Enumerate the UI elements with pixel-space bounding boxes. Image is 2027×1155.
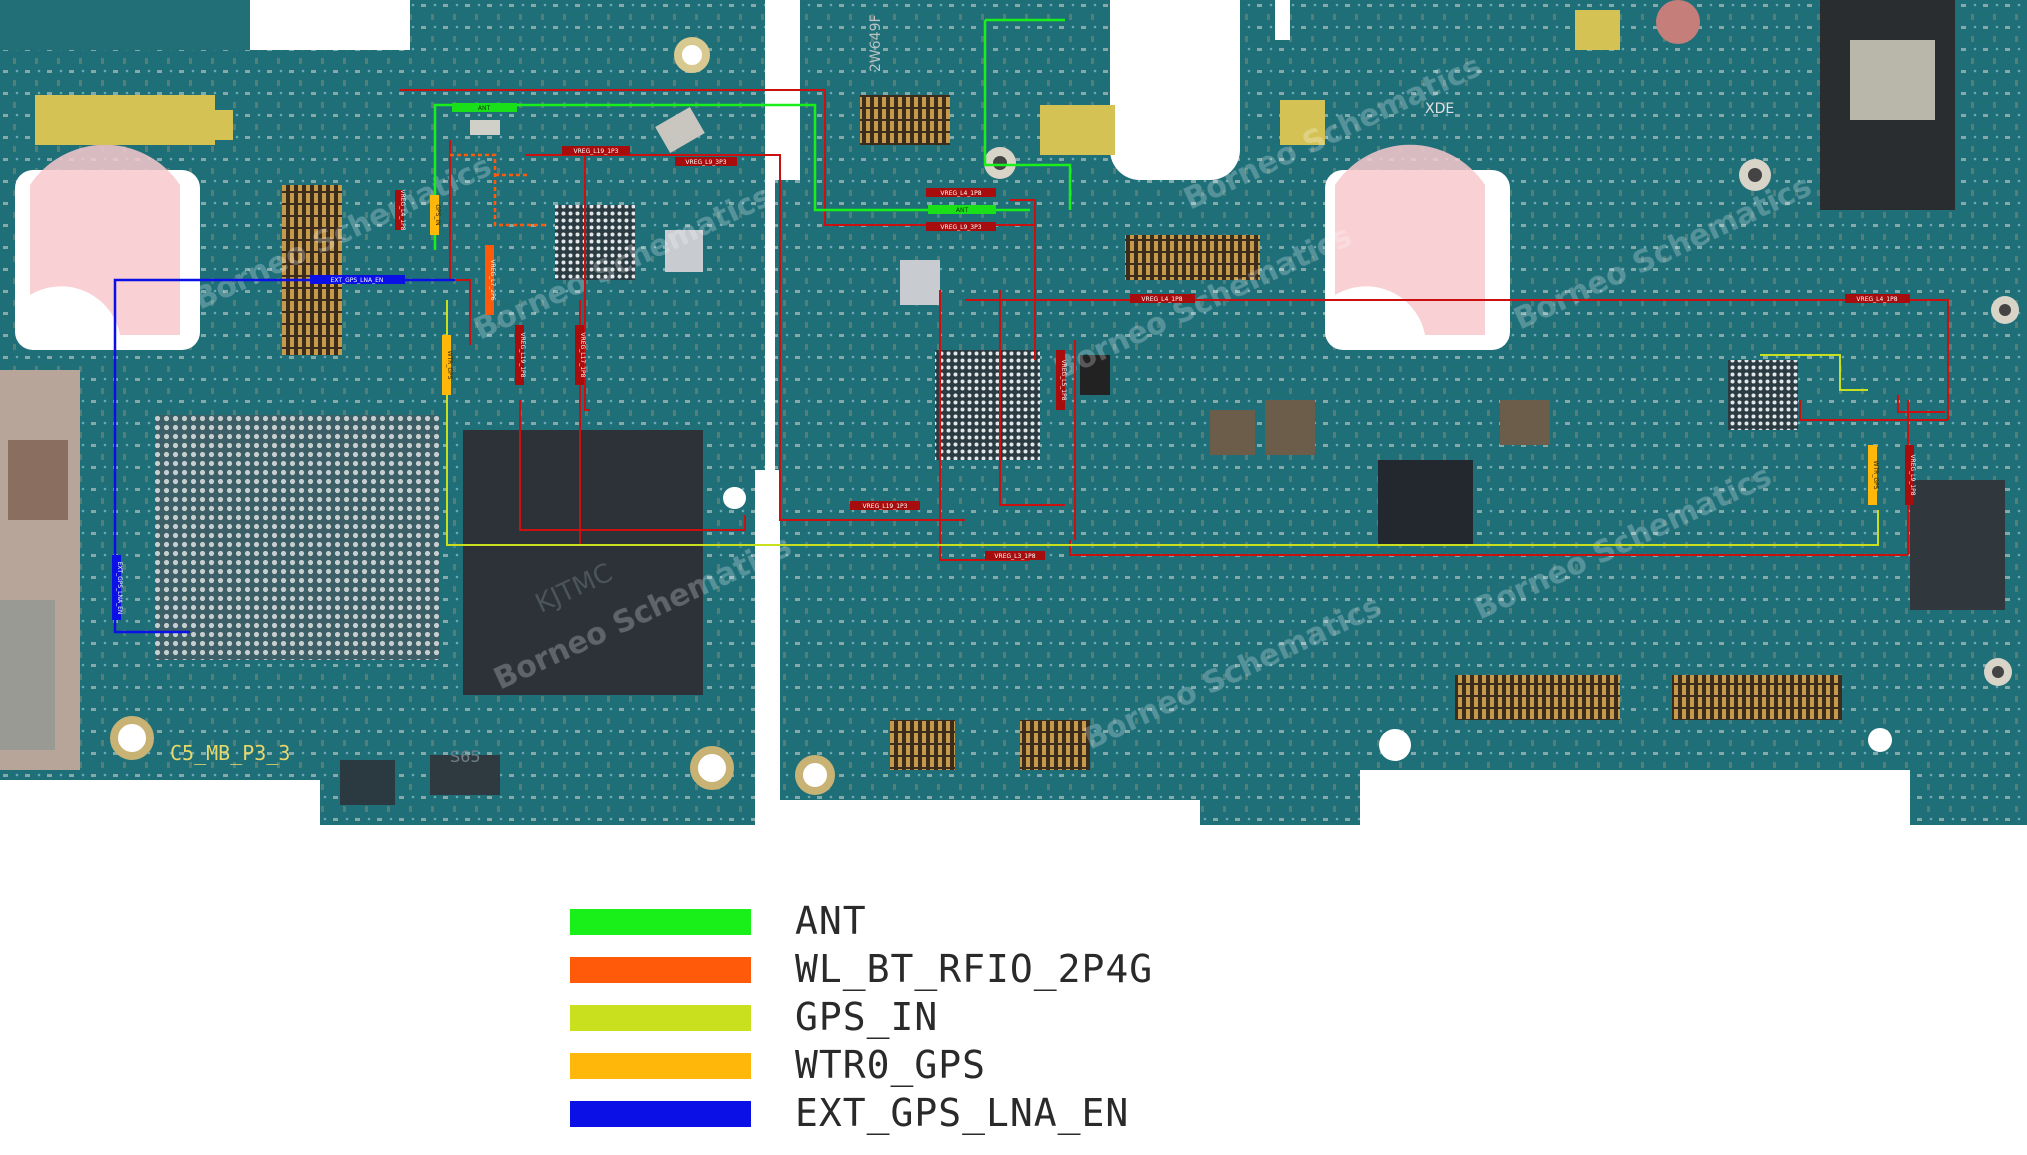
net-tag-ant: ANT (956, 207, 969, 214)
net-tag-vreg: VREG_L19_1P3 (574, 148, 619, 155)
net-tag-ext-gps-lna-en: EXT_GPS_LNA_EN (116, 562, 123, 615)
legend-label: EXT_GPS_LNA_EN (795, 1091, 1130, 1135)
net-tag-vreg: VREG_L4_1P8 (940, 190, 981, 197)
legend-item: WL_BT_RFIO_2P4G (570, 947, 1270, 1001)
net-tag-vreg: VREG_L3_1P8 (994, 553, 1035, 560)
net-tag-ant: ANT (478, 105, 491, 112)
legend-swatch (570, 1053, 751, 1079)
legend-label: GPS_IN (795, 995, 939, 1039)
legend-item: WTR0_GPS (570, 1043, 1270, 1097)
chip-mark-xde: XDE (1425, 101, 1454, 117)
trace-blue-lna (113, 278, 455, 634)
net-tag-vreg: VREG_L4_1P8 (399, 189, 406, 230)
net-tag-gps-in: GPS_IN (434, 204, 441, 225)
legend-swatch (570, 957, 751, 983)
net-tags: ANT ANT VREG_L19_1P3 VREG_L9_3P3 VREG_L4… (112, 103, 1916, 620)
trace-orange-wlbt (450, 153, 545, 227)
net-tag-vreg: VREG_L9_3P3 (940, 224, 981, 231)
legend-label: ANT (795, 899, 867, 943)
net-tag-vreg: VREG_L19_1P3 (863, 503, 908, 510)
net-tag-vreg: VREG_L4_1P8 (1141, 296, 1182, 303)
legend-item: ANT (570, 899, 1270, 953)
net-tag-vreg: VREG_L7_2P6 (489, 259, 496, 300)
legend-item: EXT_GPS_LNA_EN (570, 1091, 1270, 1145)
net-tag-wtr-gps: WTR_GPS (1872, 461, 1879, 490)
board-left: KJTMC C5_MB_P3_3 S65 (0, 0, 765, 825)
legend-swatch (570, 1101, 751, 1127)
net-tag-vreg: VREG_L17_1P8 (579, 333, 586, 378)
board-silkscreen-label: C5_MB_P3_3 (170, 741, 290, 765)
legend-swatch (570, 1005, 751, 1031)
trace-yellow-gps (446, 300, 1879, 546)
net-tag-vreg: VREG_L4_1P8 (1856, 296, 1897, 303)
net-tag-ext-gps-lna-en: EXT_GPS_LNA_EN (331, 277, 384, 284)
legend-label: WL_BT_RFIO_2P4G (795, 947, 1154, 991)
net-tag-vreg: VREG_L19_1P8 (519, 333, 526, 378)
legend-swatch (570, 909, 751, 935)
pcb-board-photo: KJTMC C5_MB_P3_3 S65 (0, 0, 2027, 825)
net-tag-vreg: VREG_L9_1P8 (1909, 454, 1916, 495)
trace-green-ant (433, 18, 1072, 250)
net-tag-vreg: VREG_L5_1P8 (1060, 359, 1067, 400)
board-right: 2W649F XDE (724, 0, 2027, 825)
net-tag-vreg: VREG_L9_3P3 (685, 159, 726, 166)
net-tag-wtr-gps: WTR_GPS (446, 351, 453, 380)
chip-mark-ufs: S65 (450, 747, 481, 766)
legend-label: WTR0_GPS (795, 1043, 987, 1087)
chip-mark-top: 2W649F (868, 14, 884, 72)
legend-item: GPS_IN (570, 995, 1270, 1049)
